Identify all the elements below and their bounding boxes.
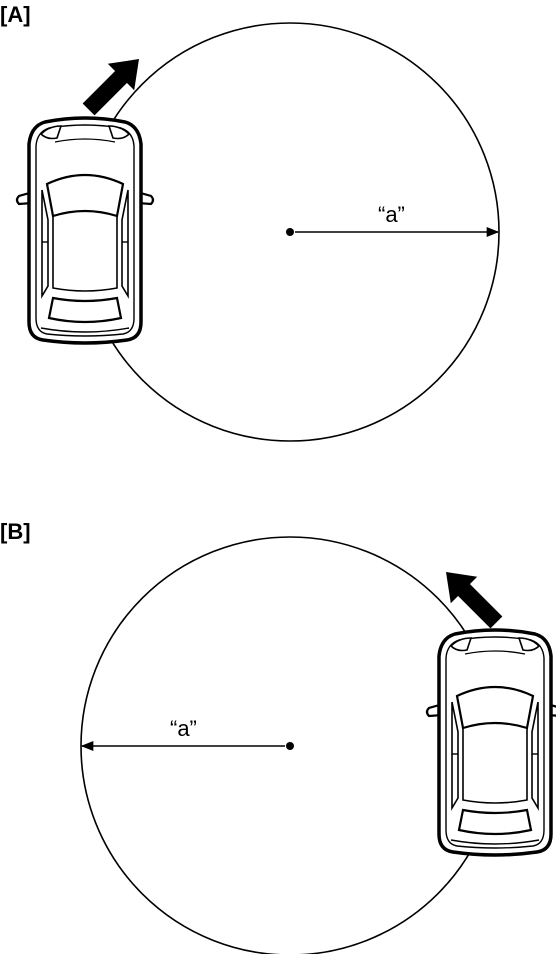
panel-a: [A] “a”: [0, 2, 500, 442]
radius-label-b: “a”: [170, 716, 197, 741]
panel-b: [B] “a”: [0, 519, 556, 954]
turn-direction-arrow-icon: [89, 59, 139, 109]
circle-center-a: [286, 228, 294, 236]
radius-label-a: “a”: [378, 202, 405, 227]
car-top-view-icon: [425, 628, 556, 857]
panel-b-label: [B]: [0, 519, 31, 544]
circle-center-b: [286, 742, 294, 750]
car-top-view-icon: [15, 116, 155, 345]
panel-a-label: [A]: [0, 2, 31, 27]
